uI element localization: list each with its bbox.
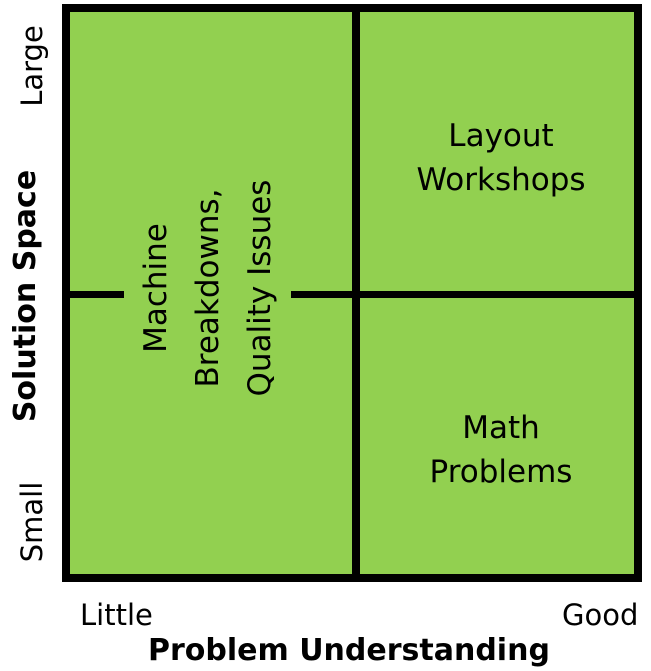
y-axis-tick-high: Large xyxy=(15,25,49,107)
horizontal-divider-left xyxy=(62,291,124,298)
quadrant-left-line-2: Breakdowns, xyxy=(190,188,226,388)
quadrant-bottom-right-line-1: Math xyxy=(462,410,540,446)
quadrant-left-spanning-label: Machine Breakdowns, Quality Issues xyxy=(130,78,286,498)
quadrant-bottom-right-label: Math Problems xyxy=(360,406,642,494)
horizontal-divider-right xyxy=(291,291,642,298)
y-axis-tick-low: Small xyxy=(15,481,49,563)
quadrant-top-right-label: Layout Workshops xyxy=(360,114,642,202)
quadrant-left-line-1: Machine xyxy=(138,223,174,353)
quadrant-left-line-3: Quality Issues xyxy=(242,179,278,397)
x-axis-tick-high: Good xyxy=(562,598,639,632)
quadrant-top-right-line-2: Workshops xyxy=(416,162,586,198)
x-axis-tick-low: Little xyxy=(80,598,153,632)
x-axis-title: Problem Understanding xyxy=(148,633,550,668)
y-axis-title: Solution Space xyxy=(8,169,43,423)
quadrant-bottom-right-line-2: Problems xyxy=(429,454,573,490)
quadrant-top-right-line-1: Layout xyxy=(448,118,554,154)
